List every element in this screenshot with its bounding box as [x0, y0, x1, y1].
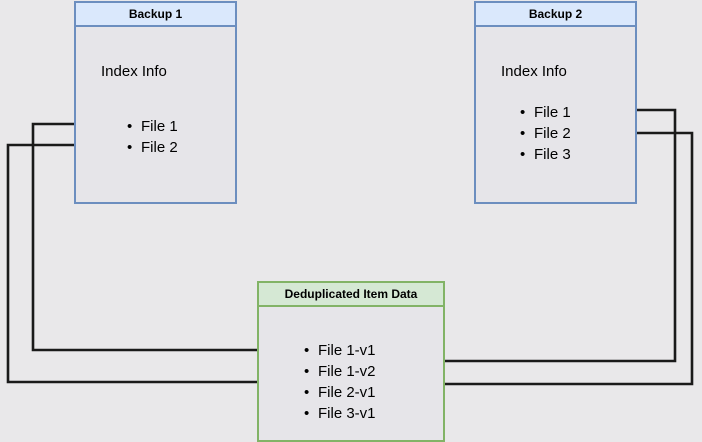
list-item[interactable]: File 1	[127, 116, 178, 137]
backup-1-file-list: File 1 File 2	[127, 116, 178, 158]
node-dedup-header: Deduplicated Item Data	[259, 283, 443, 307]
list-item[interactable]: File 1-v1	[304, 340, 376, 361]
list-item[interactable]: File 1-v2	[304, 361, 376, 382]
list-item[interactable]: File 2-v1	[304, 382, 376, 403]
list-item[interactable]: File 2	[520, 123, 571, 144]
node-backup-1[interactable]: Backup 1 Index Info File 1 File 2	[74, 1, 237, 204]
node-deduplicated-item-data[interactable]: Deduplicated Item Data File 1-v1 File 1-…	[257, 281, 445, 442]
node-dedup-body: File 1-v1 File 1-v2 File 2-v1 File 3-v1	[259, 307, 443, 440]
list-item[interactable]: File 3-v1	[304, 403, 376, 424]
dedup-file-list: File 1-v1 File 1-v2 File 2-v1 File 3-v1	[304, 340, 376, 424]
node-backup-2-header: Backup 2	[476, 3, 635, 27]
backup-1-index-info-label: Index Info	[101, 63, 167, 80]
list-item[interactable]: File 1	[520, 102, 571, 123]
node-backup-2[interactable]: Backup 2 Index Info File 1 File 2 File 3	[474, 1, 637, 204]
node-backup-1-body: Index Info File 1 File 2	[76, 27, 235, 202]
node-backup-1-header: Backup 1	[76, 3, 235, 27]
backup-2-index-info-label: Index Info	[501, 63, 567, 80]
list-item[interactable]: File 2	[127, 137, 178, 158]
backup-2-file-list: File 1 File 2 File 3	[520, 102, 571, 165]
list-item[interactable]: File 3	[520, 144, 571, 165]
node-backup-2-body: Index Info File 1 File 2 File 3	[476, 27, 635, 202]
